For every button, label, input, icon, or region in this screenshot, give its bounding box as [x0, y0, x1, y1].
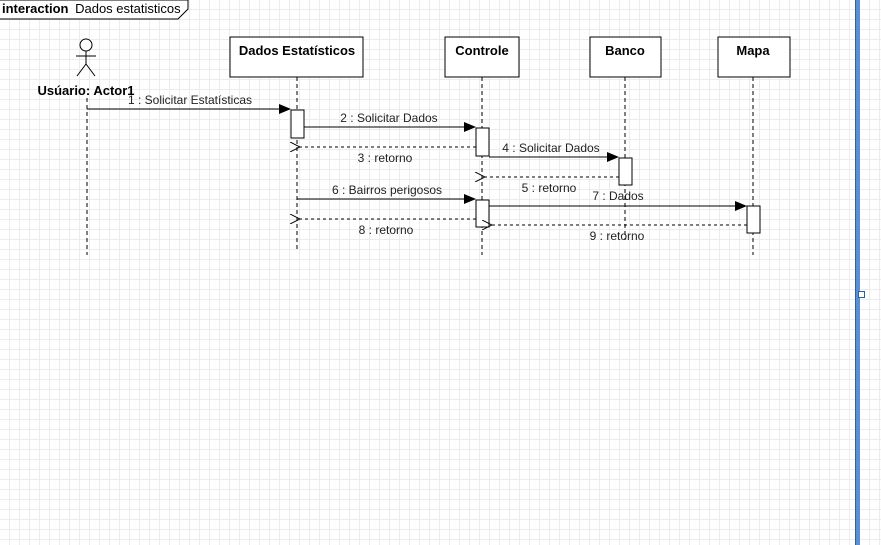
activation-bar [475, 199, 490, 228]
frame-name: Dados estatisticos [75, 1, 181, 16]
lifeline-name: Controle [455, 43, 508, 58]
selection-border[interactable] [855, 0, 860, 545]
actor-label: Usúario: Actor1 [37, 83, 134, 98]
lifeline-controle[interactable]: Controle [444, 36, 520, 255]
message-2[interactable]: 2 : Solicitar Dados [304, 111, 476, 132]
message-label: 9 : retorno [590, 229, 645, 243]
lifeline-head [717, 36, 791, 78]
lifeline-name: Dados Estatísticos [239, 43, 355, 58]
activation-bar [618, 157, 633, 186]
message-label: 7 : Dados [592, 189, 643, 203]
frame-label-box [0, 0, 189, 20]
lifeline-banco[interactable]: Banco [589, 36, 662, 240]
message-1[interactable]: 1 : Solicitar Estatísticas [87, 93, 291, 114]
message-label: 5 : retorno [522, 181, 577, 195]
actor-usuario[interactable]: Usúario: Actor1 [37, 38, 135, 255]
activation-bar [475, 127, 490, 157]
message-label: 2 : Solicitar Dados [340, 111, 437, 125]
message-label: 3 : retorno [358, 151, 413, 165]
message-5[interactable]: 5 : retorno [484, 177, 619, 195]
lifeline-dados-estatisticos[interactable]: Dados Estatísticos [229, 36, 364, 250]
interaction-frame[interactable]: interaction Dados estatisticos [0, 0, 189, 20]
message-label: 4 : Solicitar Dados [502, 141, 599, 155]
actor-stick-figure-icon [76, 38, 96, 77]
lifeline-head [589, 36, 662, 78]
message-7[interactable]: 7 : Dados [489, 189, 747, 211]
message-6[interactable]: 6 : Bairros perigosos [297, 183, 476, 204]
lifeline-head [229, 36, 364, 78]
lifeline-name: Banco [605, 43, 645, 58]
lifeline-name: Mapa [736, 43, 770, 58]
message-3[interactable]: 3 : retorno [299, 147, 476, 165]
message-9[interactable]: 9 : retorno [491, 225, 747, 243]
frame-label: interaction Dados estatisticos [2, 1, 181, 16]
resize-handle[interactable] [858, 291, 865, 298]
lifeline-mapa[interactable]: Mapa [717, 36, 791, 255]
message-label: 1 : Solicitar Estatísticas [128, 93, 252, 107]
message-label: 8 : retorno [359, 223, 414, 237]
frame-keyword: interaction [2, 1, 69, 16]
message-4[interactable]: 4 : Solicitar Dados [489, 141, 619, 162]
message-8[interactable]: 8 : retorno [299, 219, 476, 237]
activation-bar [290, 109, 305, 139]
activation-bar [746, 205, 761, 234]
message-label: 6 : Bairros perigosos [332, 183, 442, 197]
